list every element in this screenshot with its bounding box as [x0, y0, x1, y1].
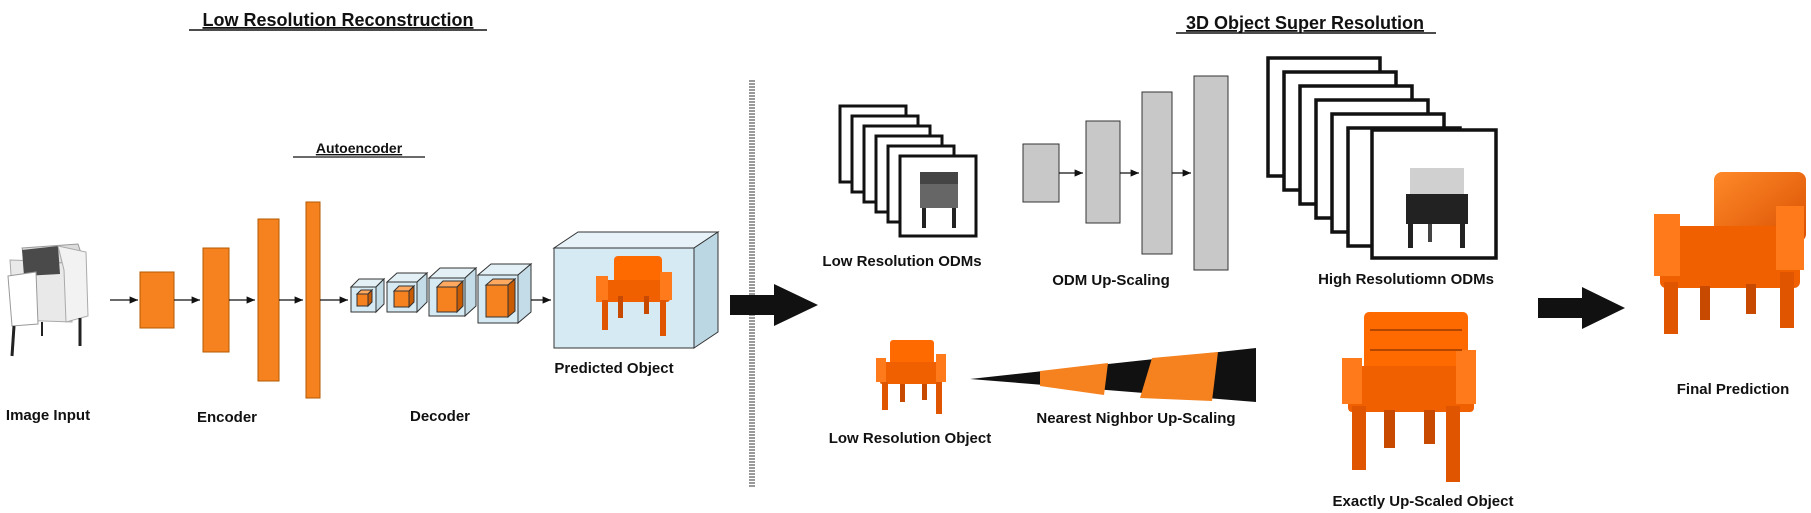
predicted-chair-voxels — [596, 256, 672, 336]
odm-upscaling-network — [1022, 75, 1229, 271]
label-final-prediction: Final Prediction — [1677, 381, 1790, 398]
predicted-object-box — [552, 231, 720, 349]
low-res-chair-voxels — [876, 340, 946, 414]
encoder-layer-3 — [257, 218, 280, 382]
label-predicted-object: Predicted Object — [554, 360, 673, 377]
label-low-res-odms: Low Resolution ODMs — [822, 253, 981, 270]
encoder-layer-1 — [139, 271, 175, 329]
exact-upscaled-chair-voxels — [1342, 312, 1476, 482]
label-nn-upscaling: Nearest Nighbor Up-Scaling — [1036, 410, 1235, 427]
nearest-neighbor-wedge — [970, 348, 1256, 402]
label-exactly-upscaled: Exactly Up-Scaled Object — [1333, 493, 1514, 510]
high-res-odm-stack — [1266, 56, 1498, 260]
big-arrow-2 — [1538, 287, 1625, 329]
label-high-res-odms: High Resolutiomn ODMs — [1318, 271, 1494, 288]
section-title-low-res: Low Resolution Reconstruction — [202, 10, 473, 30]
input-chair-image — [7, 243, 89, 357]
label-image-input: Image Input — [6, 407, 90, 424]
decoder-stage-2 — [385, 271, 429, 314]
label-decoder: Decoder — [410, 408, 470, 425]
label-encoder: Encoder — [197, 409, 257, 426]
label-odm-upscaling: ODM Up-Scaling — [1052, 272, 1170, 289]
final-prediction-chair-voxels — [1654, 172, 1806, 334]
decoder-stage-4 — [476, 262, 533, 325]
decoder-stage-3 — [427, 266, 478, 318]
encoder-layer-2 — [202, 247, 230, 353]
big-arrow-1 — [730, 284, 818, 326]
section-title-super-res: 3D Object Super Resolution — [1186, 13, 1424, 33]
low-res-odm-stack — [838, 104, 978, 238]
encoder-layer-4 — [305, 201, 321, 399]
decoder-stage-1 — [349, 277, 386, 314]
label-autoencoder: Autoencoder — [316, 140, 403, 156]
label-low-res-object: Low Resolution Object — [829, 430, 992, 447]
